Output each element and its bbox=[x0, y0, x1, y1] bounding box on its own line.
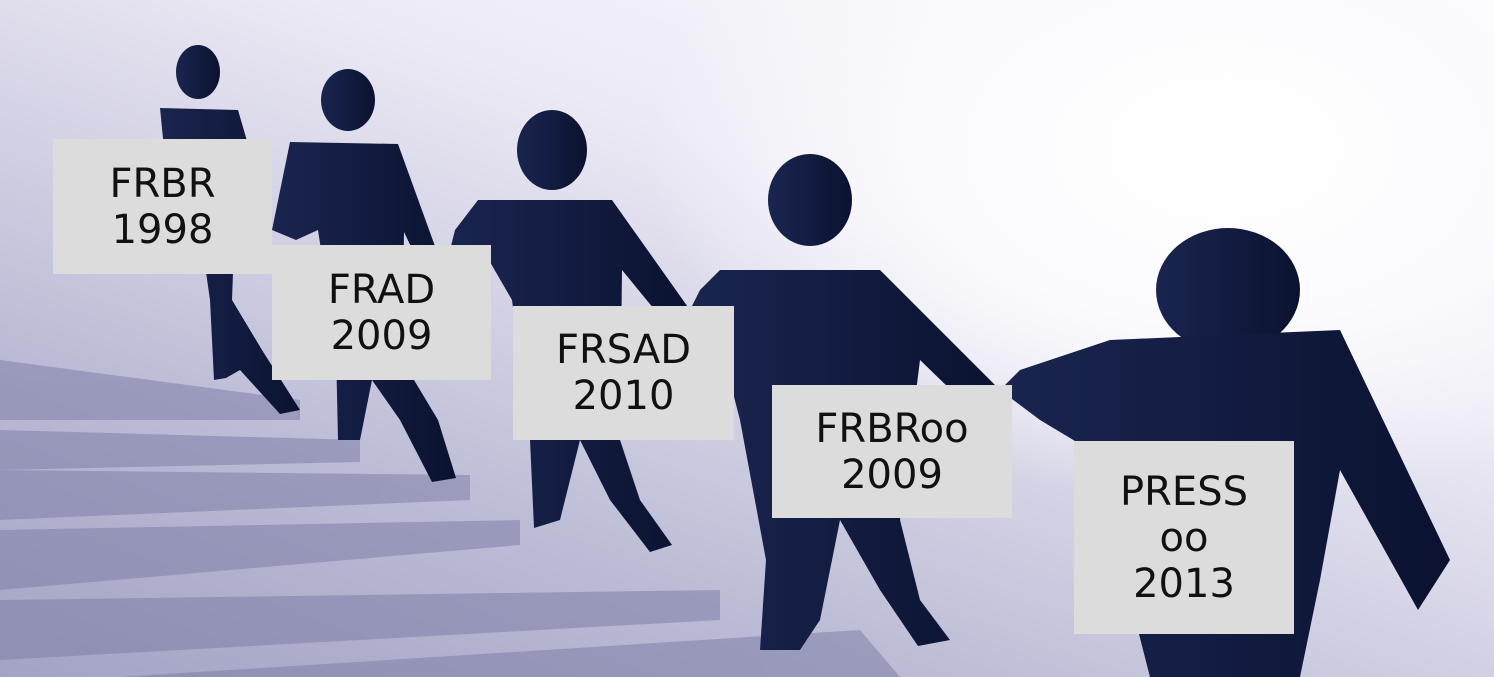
label-pressoo-2013: PRESS oo 2013 bbox=[1074, 441, 1294, 634]
label-frad-year: 2009 bbox=[330, 312, 433, 359]
label-pressoo-name: PRESS bbox=[1120, 468, 1248, 515]
label-frbroo-year: 2009 bbox=[841, 451, 943, 498]
label-frbr-year: 1998 bbox=[111, 206, 214, 253]
label-frsad-name: FRSAD bbox=[555, 327, 692, 373]
label-frbr-1998: FRBR 1998 bbox=[53, 139, 272, 274]
label-frsad-2010: FRSAD 2010 bbox=[513, 306, 734, 440]
label-pressoo-year: 2013 bbox=[1133, 560, 1235, 607]
label-frad-name: FRAD bbox=[327, 266, 436, 313]
label-frbroo-2009: FRBRoo 2009 bbox=[772, 385, 1012, 518]
label-frbroo-name: FRBRoo bbox=[815, 405, 969, 452]
label-frsad-year: 2010 bbox=[572, 373, 675, 419]
floor-shadows bbox=[0, 360, 900, 677]
label-frbr-name: FRBR bbox=[109, 160, 216, 207]
label-frad-2009: FRAD 2009 bbox=[272, 245, 491, 380]
label-pressoo-name-line2: oo bbox=[1159, 514, 1209, 561]
